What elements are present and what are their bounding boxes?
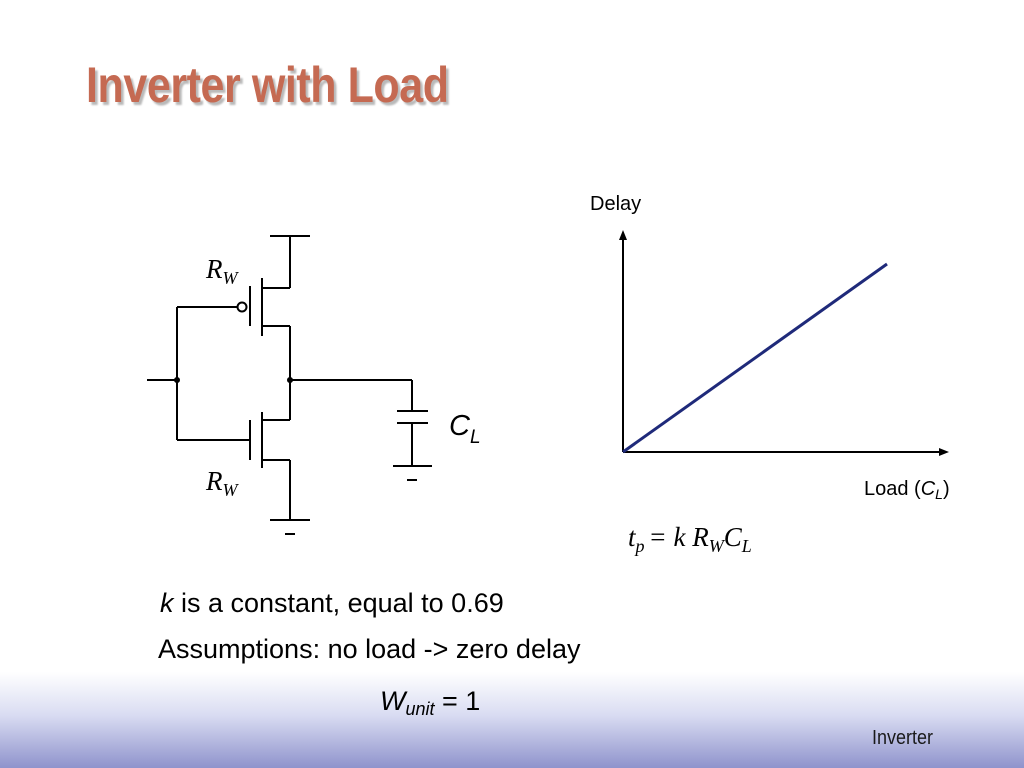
k-constant-note: k is a constant, equal to 0.69 (160, 588, 504, 618)
y-axis-label: Delay (590, 193, 641, 215)
y-axis-arrow (619, 230, 627, 240)
delay-formula: tp= k RWCL (628, 522, 752, 556)
x-axis-label: Load (CL) (864, 478, 950, 502)
w-unit-note: Wunit = 1 (380, 686, 481, 719)
footer-label: Inverter (872, 727, 934, 749)
pmos-gate-bubble (236, 301, 248, 313)
capacitor-label: CL (449, 410, 481, 448)
footer-band (0, 672, 1024, 768)
assumptions-note: Assumptions: no load -> zero delay (158, 634, 581, 664)
bottom-resistor-label: RW (205, 466, 240, 500)
delay-vs-load-plot: Delay Load (CL) (590, 193, 950, 502)
slide-title: Inverter with Load (86, 57, 449, 113)
top-resistor-label: RW (205, 254, 240, 288)
delay-line (622, 262, 888, 454)
input-junction-dot (174, 377, 180, 383)
inverter-circuit (147, 235, 432, 535)
output-junction-dot (287, 377, 293, 383)
x-axis-arrow (939, 448, 949, 456)
